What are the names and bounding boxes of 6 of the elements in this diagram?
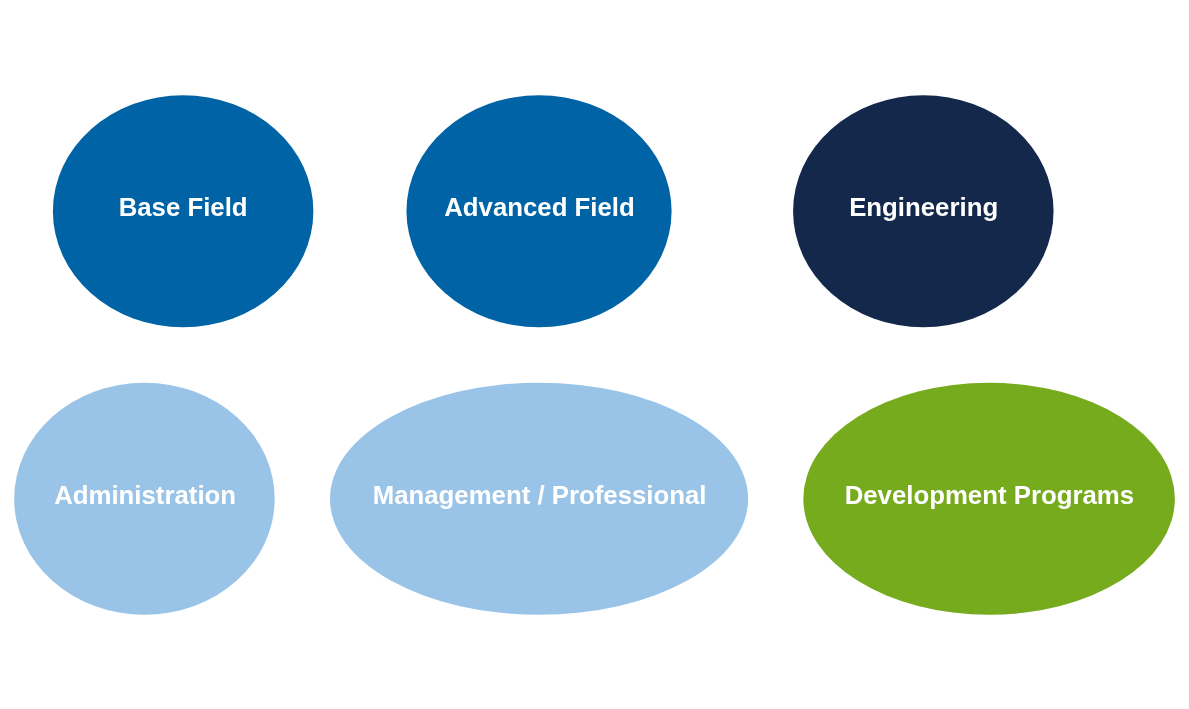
node-ellipse: Development Programs [803, 382, 1175, 615]
node-ellipse: Management / Professional [330, 382, 749, 615]
node-ellipse: Advanced Field [406, 94, 672, 327]
node-ellipse: Administration [14, 382, 275, 615]
node-ellipse: Base Field [52, 94, 314, 327]
node-ellipse: Engineering [793, 94, 1054, 327]
